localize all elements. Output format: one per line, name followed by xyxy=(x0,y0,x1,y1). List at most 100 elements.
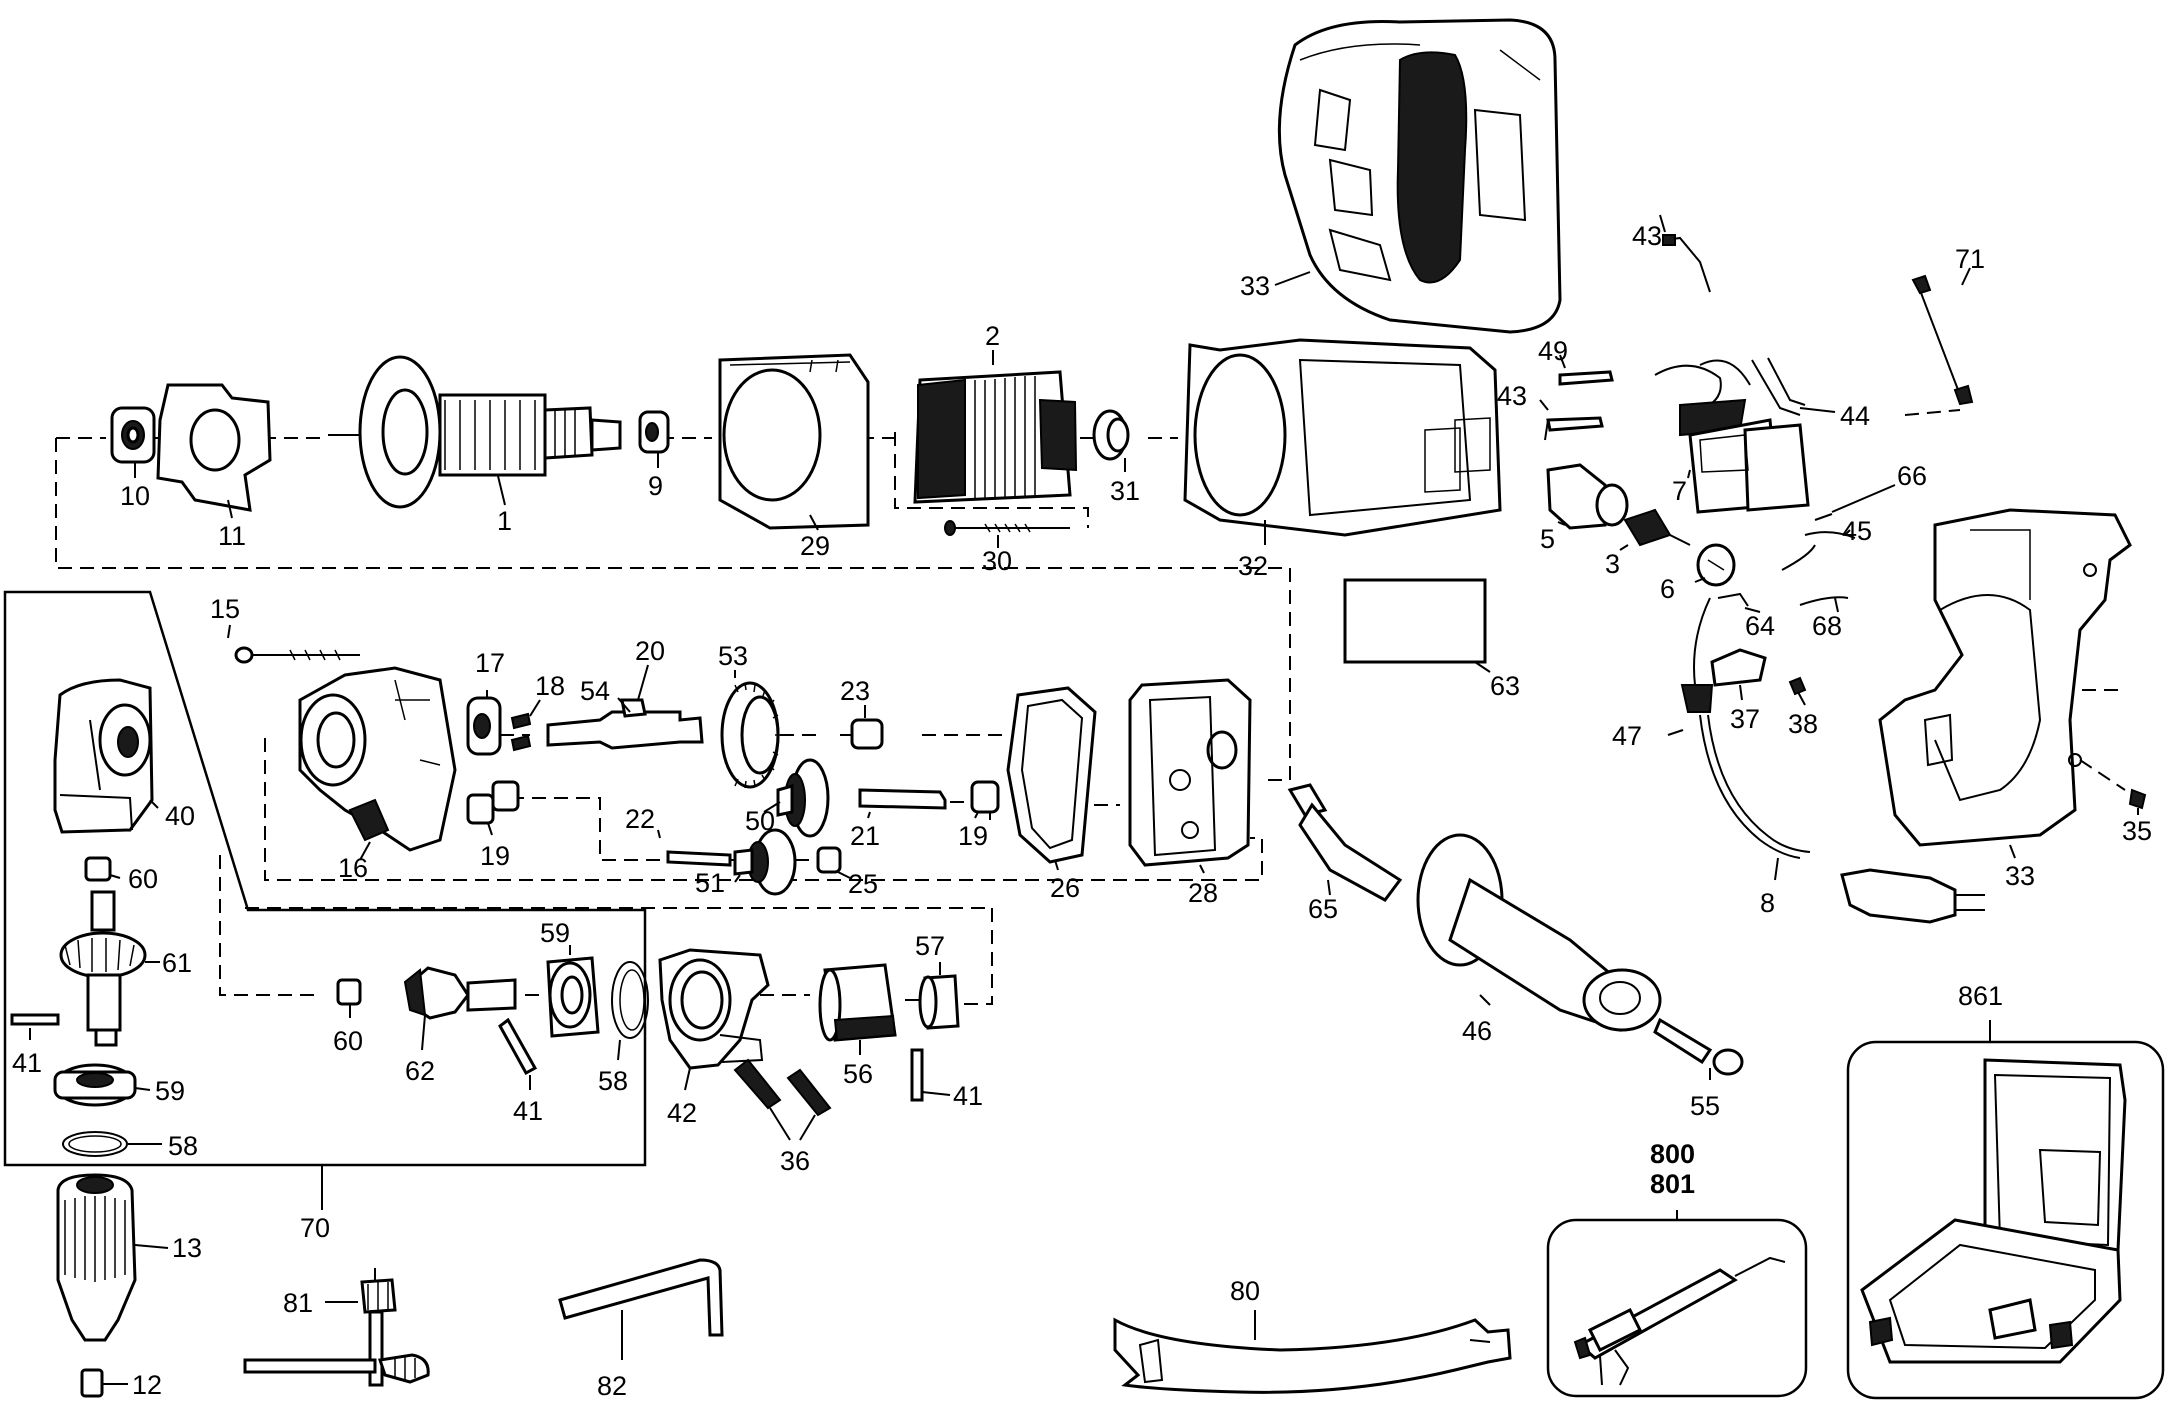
label-68: 68 xyxy=(1812,611,1842,641)
label-43-lower: 43 xyxy=(1497,381,1527,411)
label-66: 66 xyxy=(1897,461,1927,491)
label-42: 42 xyxy=(667,1098,697,1128)
label-61: 61 xyxy=(162,948,192,978)
pin-41-mid: 41 xyxy=(498,1017,543,1126)
bearing-59-mid: 59 xyxy=(540,918,600,1038)
label-60-mid: 60 xyxy=(333,1026,363,1056)
kit-800-801: 800 801 xyxy=(1546,1139,1808,1398)
pin-22: 22 xyxy=(625,804,732,867)
pin-41-left: 41 xyxy=(10,1013,60,1078)
label-33-top: 33 xyxy=(1240,271,1270,301)
label-13: 13 xyxy=(172,1233,202,1263)
label-3: 3 xyxy=(1605,549,1620,579)
ring-57: 57 xyxy=(915,931,960,1030)
label-30: 30 xyxy=(982,546,1012,576)
leads-44: 44 xyxy=(1654,357,1870,431)
stud-65: 65 xyxy=(1287,783,1403,924)
label-2: 2 xyxy=(985,321,1000,351)
gear-61: 61 xyxy=(59,890,192,1047)
label-58-mid: 58 xyxy=(598,1066,628,1096)
chuck-13: 13 xyxy=(56,1173,202,1342)
gear-50: 50 xyxy=(745,758,830,838)
switch-7: 7 xyxy=(1672,398,1810,514)
label-57: 57 xyxy=(915,931,945,961)
label-82: 82 xyxy=(597,1371,627,1401)
label-37: 37 xyxy=(1730,704,1760,734)
gasket-26: 26 xyxy=(1006,686,1097,903)
bushing-60-left: 60 xyxy=(84,856,158,894)
label-36: 36 xyxy=(780,1146,810,1176)
needle-bearing-19-right: 19 xyxy=(958,780,1000,851)
label-16: 16 xyxy=(338,853,368,883)
connector-64: 64 xyxy=(1717,592,1775,641)
label-47: 47 xyxy=(1612,721,1642,751)
field-2: 2 xyxy=(913,321,1078,504)
shaft-21: 21 xyxy=(850,788,947,851)
gear-53: 53 xyxy=(718,641,780,789)
screw-30: 30 xyxy=(944,520,1070,576)
brush-holder-5: 5 xyxy=(1540,463,1629,554)
label-1: 1 xyxy=(497,506,512,536)
retaining-ring-58-mid: 58 xyxy=(598,961,649,1096)
label-31: 31 xyxy=(1110,476,1140,506)
sleeve-56: 56 xyxy=(818,963,897,1089)
label-41-mid: 41 xyxy=(513,1096,543,1126)
label-18: 18 xyxy=(535,671,565,701)
label-49: 49 xyxy=(1538,336,1568,366)
label-62: 62 xyxy=(405,1056,435,1086)
label-54: 54 xyxy=(580,676,610,706)
label-22: 22 xyxy=(625,804,655,834)
label-7: 7 xyxy=(1672,476,1687,506)
label-15: 15 xyxy=(210,594,240,624)
gear-cover-28: 28 xyxy=(1128,678,1252,908)
carry-case-861: 861 xyxy=(1846,981,2165,1400)
label-19-right: 19 xyxy=(958,821,988,851)
label-29: 29 xyxy=(800,531,830,561)
side-handle-46: 46 xyxy=(1416,833,1662,1046)
chuck-key-81: 81 xyxy=(243,1268,430,1387)
needle-bearing-19-left: 19 xyxy=(466,780,520,871)
label-26: 26 xyxy=(1050,873,1080,903)
label-6: 6 xyxy=(1660,574,1675,604)
angle-housing-40: 40 xyxy=(53,678,195,834)
label-38: 38 xyxy=(1788,709,1818,739)
screws-18: 18 xyxy=(510,671,565,752)
bearing-25: 25 xyxy=(816,846,878,899)
label-35: 35 xyxy=(2122,816,2152,846)
clamp-42: 42 xyxy=(658,948,770,1128)
pin-41-right: 41 xyxy=(910,1048,983,1111)
terminal-43-upper: 43 xyxy=(1632,214,1711,293)
bushing-31: 31 xyxy=(1092,409,1140,506)
label-60-left: 60 xyxy=(128,864,158,894)
label-11: 11 xyxy=(218,521,246,551)
label-19-left: 19 xyxy=(480,841,510,871)
label-53: 53 xyxy=(718,641,748,671)
screw-35: 35 xyxy=(2122,788,2152,846)
label-63: 63 xyxy=(1490,671,1520,701)
key-54: 54 xyxy=(580,676,631,713)
label-861: 861 xyxy=(1958,981,2003,1011)
label-51: 51 xyxy=(695,868,725,898)
label-71: 71 xyxy=(1955,244,1985,274)
label-12: 12 xyxy=(132,1370,162,1400)
armature-1: 1 xyxy=(328,355,622,536)
handle-housing-top: 33 xyxy=(1240,18,1562,334)
retaining-ring-58-left: 58 xyxy=(62,1131,198,1161)
bearing-9: 9 xyxy=(638,410,670,501)
label-20: 20 xyxy=(635,636,665,666)
strap-80: 80 xyxy=(1113,1276,1512,1394)
label-58-left: 58 xyxy=(168,1131,198,1161)
label-41-left: 41 xyxy=(12,1048,42,1078)
motor-housing-32: 32 xyxy=(1183,338,1502,581)
spindle-20: 20 xyxy=(546,636,704,750)
label-9: 9 xyxy=(648,471,663,501)
screws-36: 36 xyxy=(733,1058,832,1176)
baffle-29: 29 xyxy=(718,353,870,561)
label-28: 28 xyxy=(1188,878,1218,908)
label-64: 64 xyxy=(1745,611,1775,641)
label-45: 45 xyxy=(1842,516,1872,546)
label-32: 32 xyxy=(1238,551,1268,581)
handle-housing-right: 33 xyxy=(1878,508,2132,891)
screw-66: 66 xyxy=(1814,461,1927,521)
